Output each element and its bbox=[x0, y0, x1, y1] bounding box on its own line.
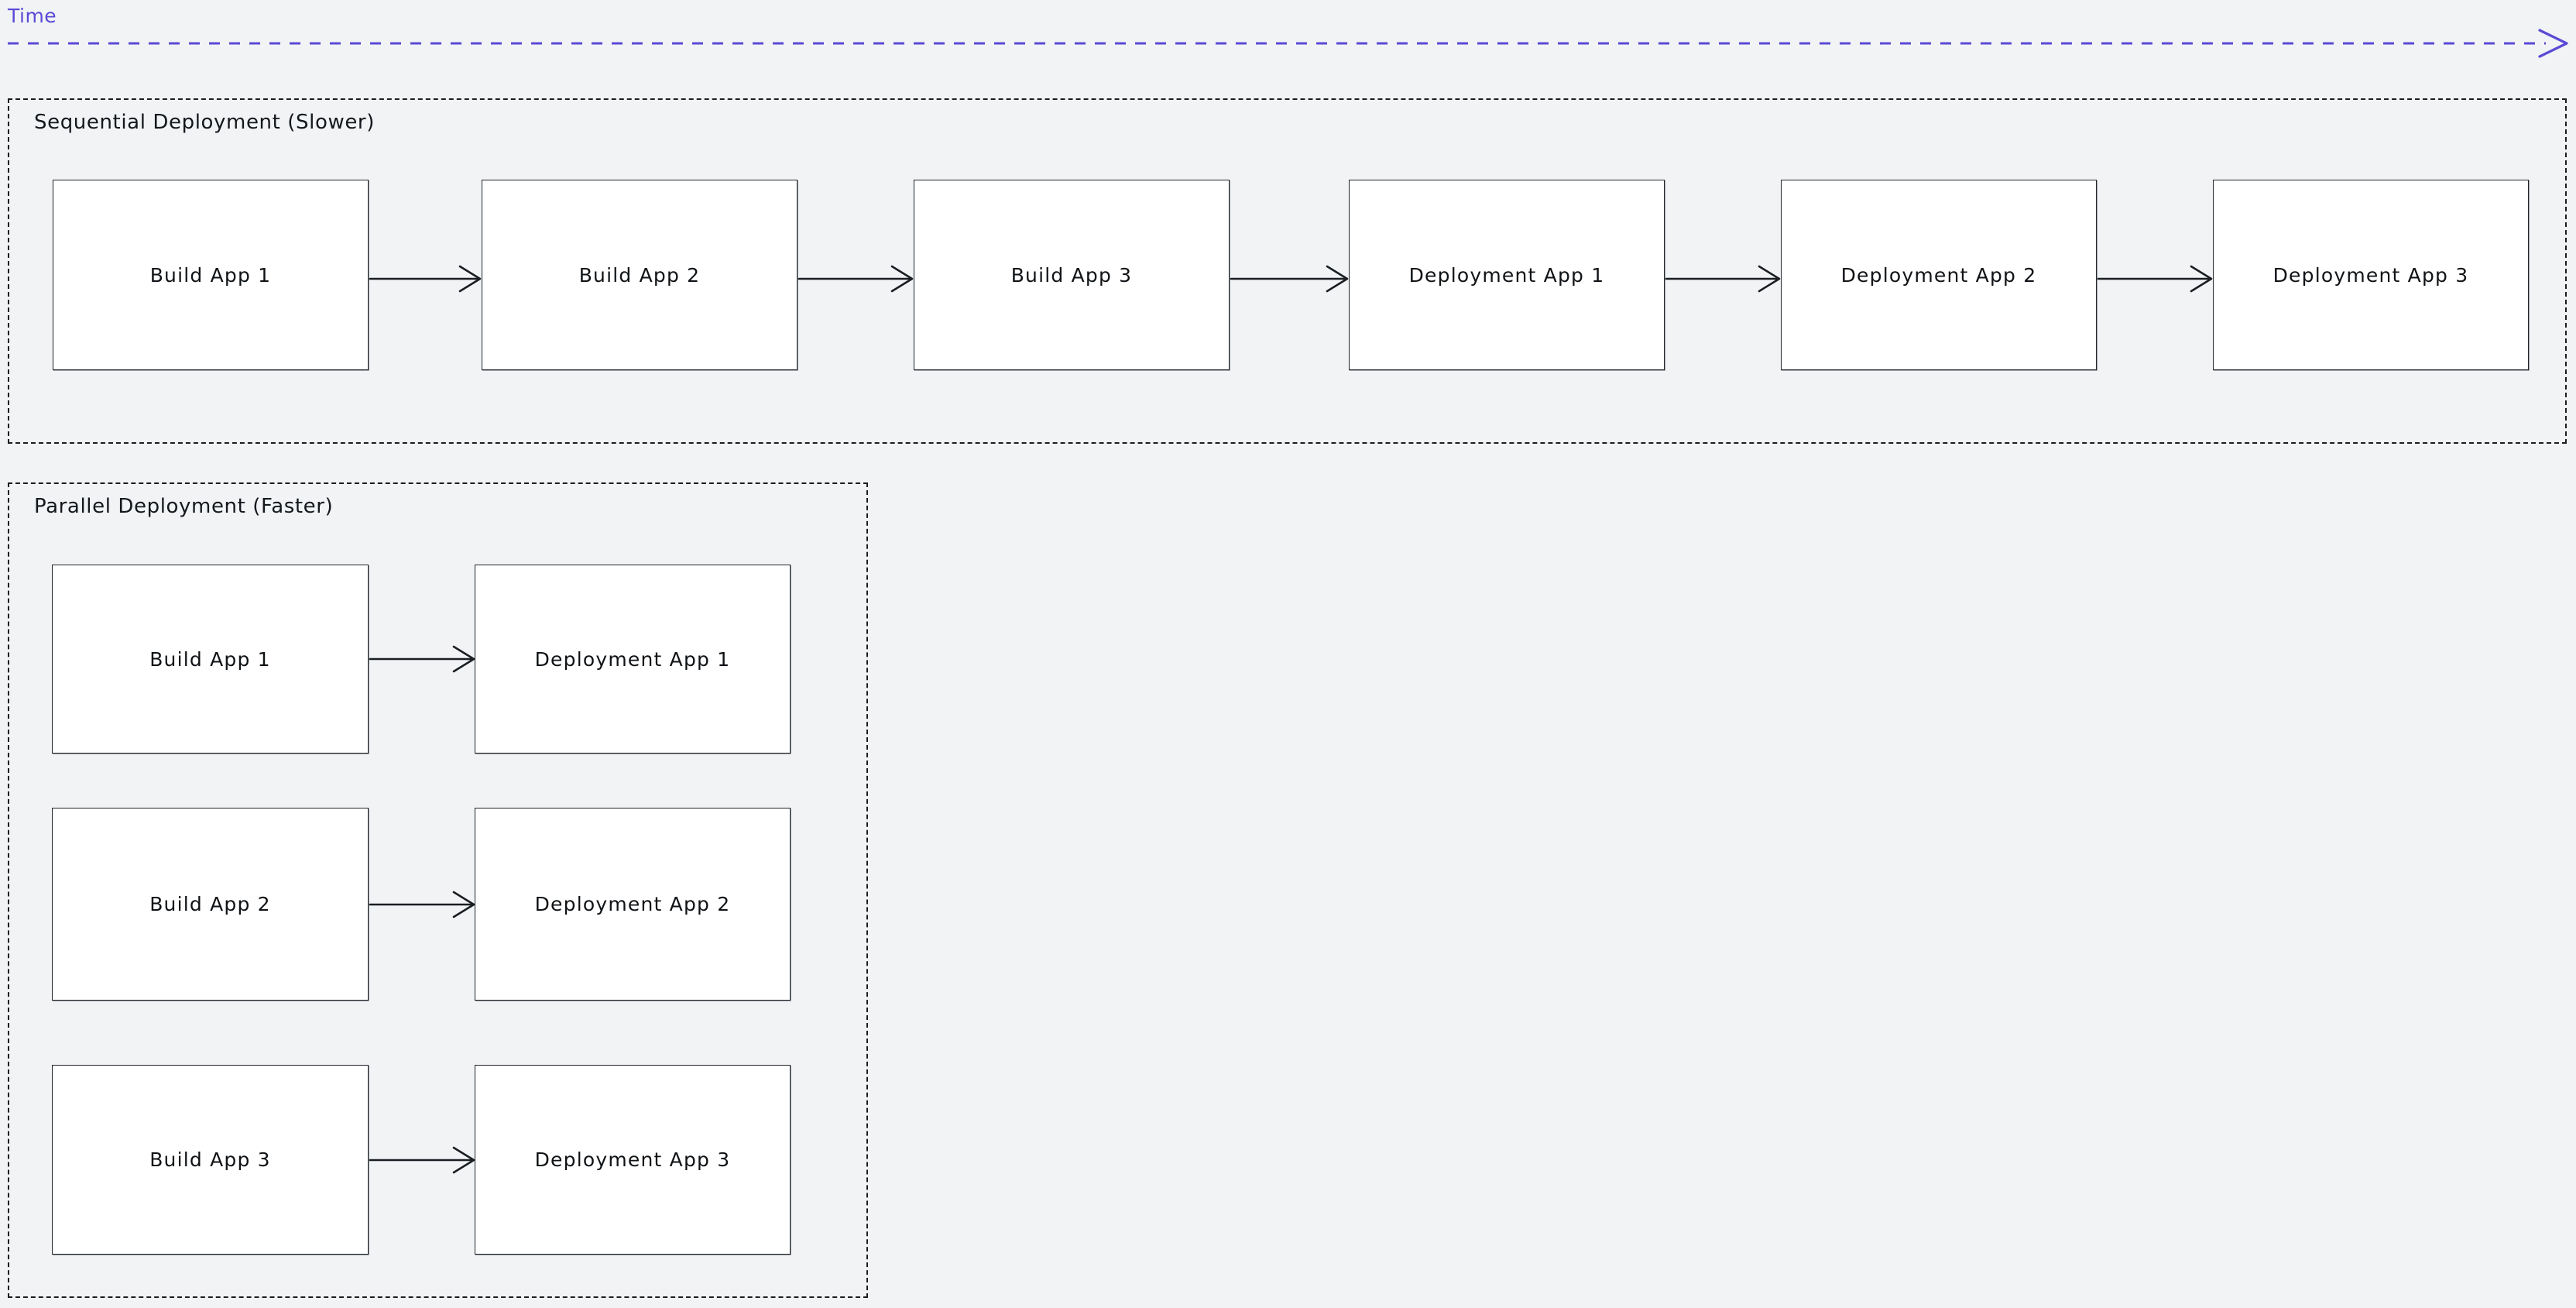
node-build-app-3[interactable]: Build App 3 bbox=[914, 180, 1230, 370]
time-axis-label: Time bbox=[8, 5, 57, 27]
node-label: Deployment App 2 bbox=[534, 893, 731, 915]
node-parallel-build-app-1[interactable]: Build App 1 bbox=[52, 565, 369, 754]
node-label: Build App 3 bbox=[149, 1148, 271, 1171]
node-label: Build App 1 bbox=[149, 647, 271, 671]
node-label: Deployment App 3 bbox=[2272, 263, 2469, 287]
node-label: Build App 2 bbox=[578, 263, 701, 287]
node-parallel-deployment-app-2[interactable]: Deployment App 2 bbox=[475, 808, 791, 1001]
node-label: Deployment App 2 bbox=[1840, 263, 2037, 287]
node-label: Deployment App 3 bbox=[534, 1148, 731, 1171]
node-parallel-build-app-3[interactable]: Build App 3 bbox=[52, 1065, 369, 1255]
group-sequential-deployment: Sequential Deployment (Slower) bbox=[8, 98, 2567, 444]
node-label: Deployment App 1 bbox=[1408, 263, 1605, 287]
node-parallel-deployment-app-1[interactable]: Deployment App 1 bbox=[475, 565, 791, 754]
node-deployment-app-2[interactable]: Deployment App 2 bbox=[1781, 180, 2097, 370]
node-label: Build App 3 bbox=[1010, 263, 1133, 287]
group-sequential-title: Sequential Deployment (Slower) bbox=[34, 111, 375, 134]
node-label: Build App 1 bbox=[149, 263, 272, 287]
time-axis-arrow-icon bbox=[8, 29, 2568, 58]
node-deployment-app-3[interactable]: Deployment App 3 bbox=[2213, 180, 2529, 370]
group-parallel-title: Parallel Deployment (Faster) bbox=[34, 495, 334, 518]
node-label: Build App 2 bbox=[149, 893, 271, 915]
node-parallel-deployment-app-3[interactable]: Deployment App 3 bbox=[475, 1065, 791, 1255]
node-parallel-build-app-2[interactable]: Build App 2 bbox=[52, 808, 369, 1001]
node-build-app-2[interactable]: Build App 2 bbox=[482, 180, 797, 370]
node-deployment-app-1[interactable]: Deployment App 1 bbox=[1349, 180, 1665, 370]
group-parallel-deployment: Parallel Deployment (Faster) bbox=[8, 482, 868, 1298]
node-label: Deployment App 1 bbox=[534, 647, 731, 671]
node-build-app-1[interactable]: Build App 1 bbox=[53, 180, 369, 370]
